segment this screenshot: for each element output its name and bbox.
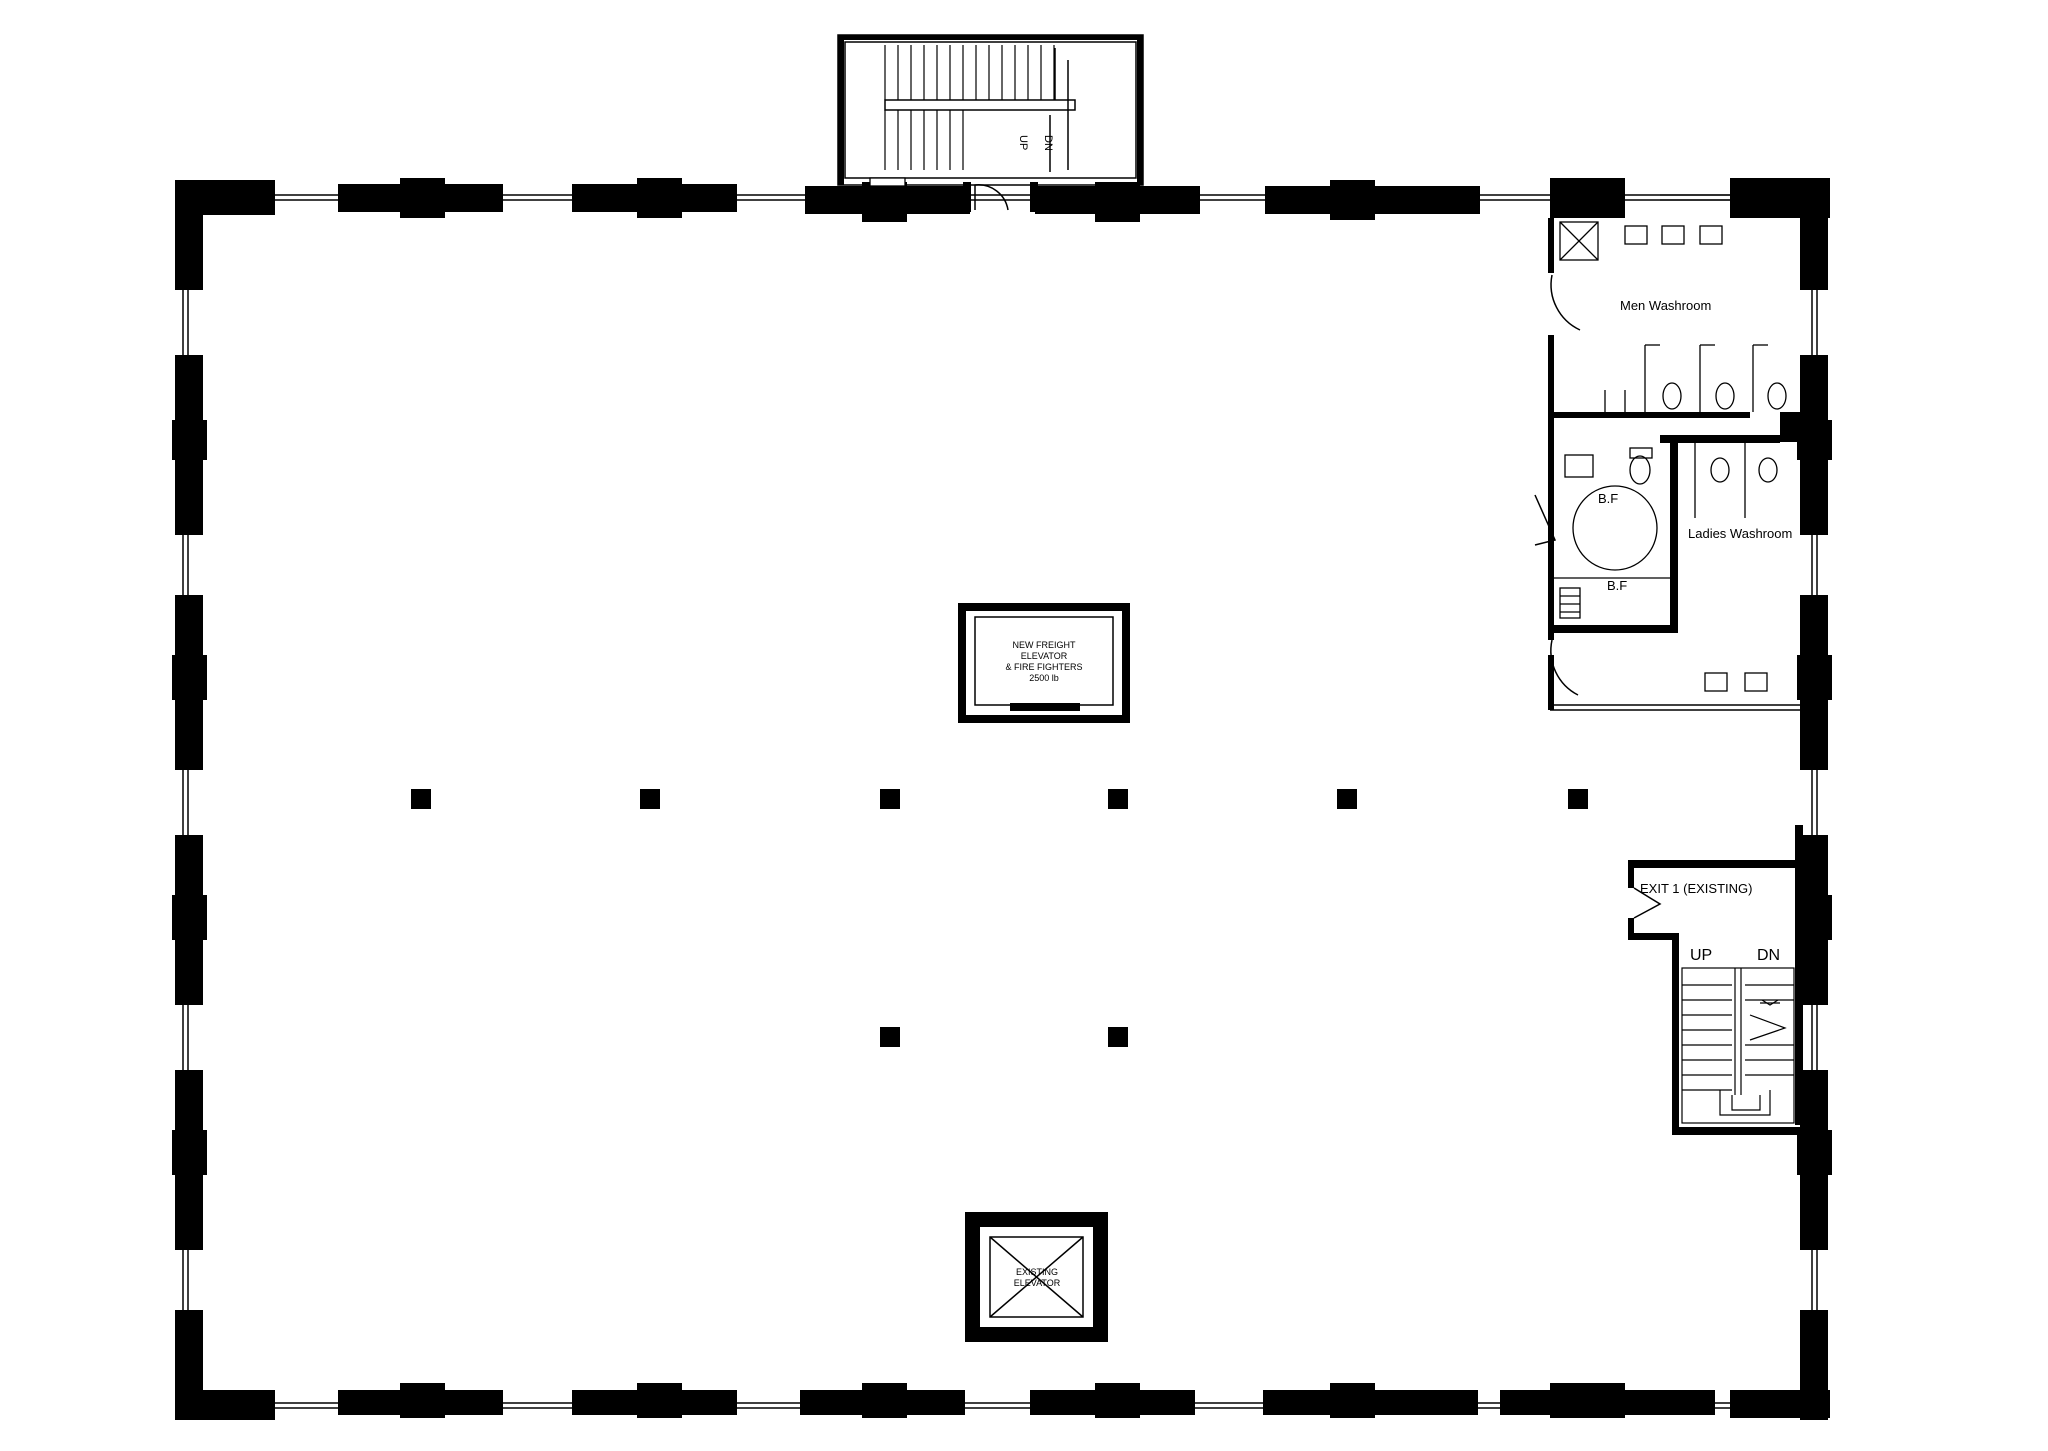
washroom-block: Men Washroom Ladies Washroom B.F B.F [1534, 194, 1800, 711]
stair-dn-label: DN [1757, 947, 1780, 964]
existing-elevator: EXISTING ELEVATOR [965, 1212, 1108, 1342]
freight-label-4: 2500 lb [1029, 673, 1059, 683]
north-stair: DN UP [837, 34, 1144, 212]
freight-elevator: NEW FREIGHT ELEVATOR & FIRE FIGHTERS 250… [958, 603, 1130, 723]
stair-up-label: UP [1690, 947, 1712, 964]
ladies-washroom-label: Ladies Washroom [1688, 526, 1792, 541]
freight-label-2: ELEVATOR [1021, 651, 1068, 661]
freight-label-3: & FIRE FIGHTERS [1005, 662, 1082, 672]
north-stair-dn-label: DN [1042, 135, 1054, 151]
exit-stair: EXIT 1 (EXISTING) UP DN [1628, 825, 1803, 1135]
exit-1-label: EXIT 1 (EXISTING) [1640, 881, 1752, 896]
north-stair-up-label: UP [1017, 135, 1029, 150]
men-washroom-label: Men Washroom [1620, 298, 1711, 313]
existing-elevator-label-1: EXISTING [1016, 1267, 1058, 1277]
interior-columns [411, 789, 1588, 1047]
bf-label-1: B.F [1598, 491, 1618, 506]
freight-label-1: NEW FREIGHT [1013, 640, 1076, 650]
bf-label-2: B.F [1607, 578, 1627, 593]
existing-elevator-label-2: ELEVATOR [1014, 1278, 1061, 1288]
